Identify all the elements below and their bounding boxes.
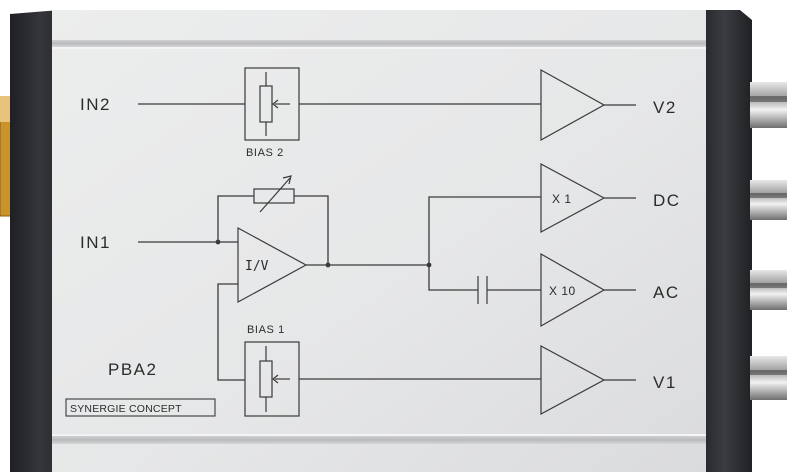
bnc-connector-ac: [750, 270, 787, 310]
x10-amplifier-symbol: [540, 252, 606, 328]
v2-amplifier-symbol: [540, 68, 606, 142]
bias2-label: BIAS 2: [246, 147, 284, 159]
panel-face: [52, 10, 712, 472]
bias1-label: BIAS 1: [247, 324, 285, 336]
input-label-in1: IN1: [80, 233, 111, 252]
v1-amplifier-symbol: [540, 344, 606, 416]
output-label-v1: V1: [653, 373, 677, 392]
right-end-cap: [706, 10, 752, 472]
input-label-in2: IN2: [80, 95, 111, 114]
brand-label: SYNERGIE CONCEPT: [70, 403, 182, 415]
x1-label: X 1: [552, 192, 572, 206]
bnc-connector-v1: [750, 356, 787, 400]
iv-converter-symbol: [237, 226, 308, 304]
left-end-cap: [10, 10, 60, 472]
x10-label: X 10: [549, 284, 576, 298]
bnc-connector-v2: [750, 82, 787, 128]
output-label-v2: V2: [653, 98, 677, 117]
x1-amplifier-symbol: [540, 162, 606, 234]
model-name: PBA2: [108, 360, 157, 379]
iv-label: I/V: [245, 259, 269, 274]
output-label-ac: AC: [653, 283, 680, 302]
bnc-connector-dc: [750, 180, 787, 220]
brand-badge: SYNERGIE CONCEPT: [65, 398, 216, 417]
output-label-dc: DC: [653, 191, 681, 210]
